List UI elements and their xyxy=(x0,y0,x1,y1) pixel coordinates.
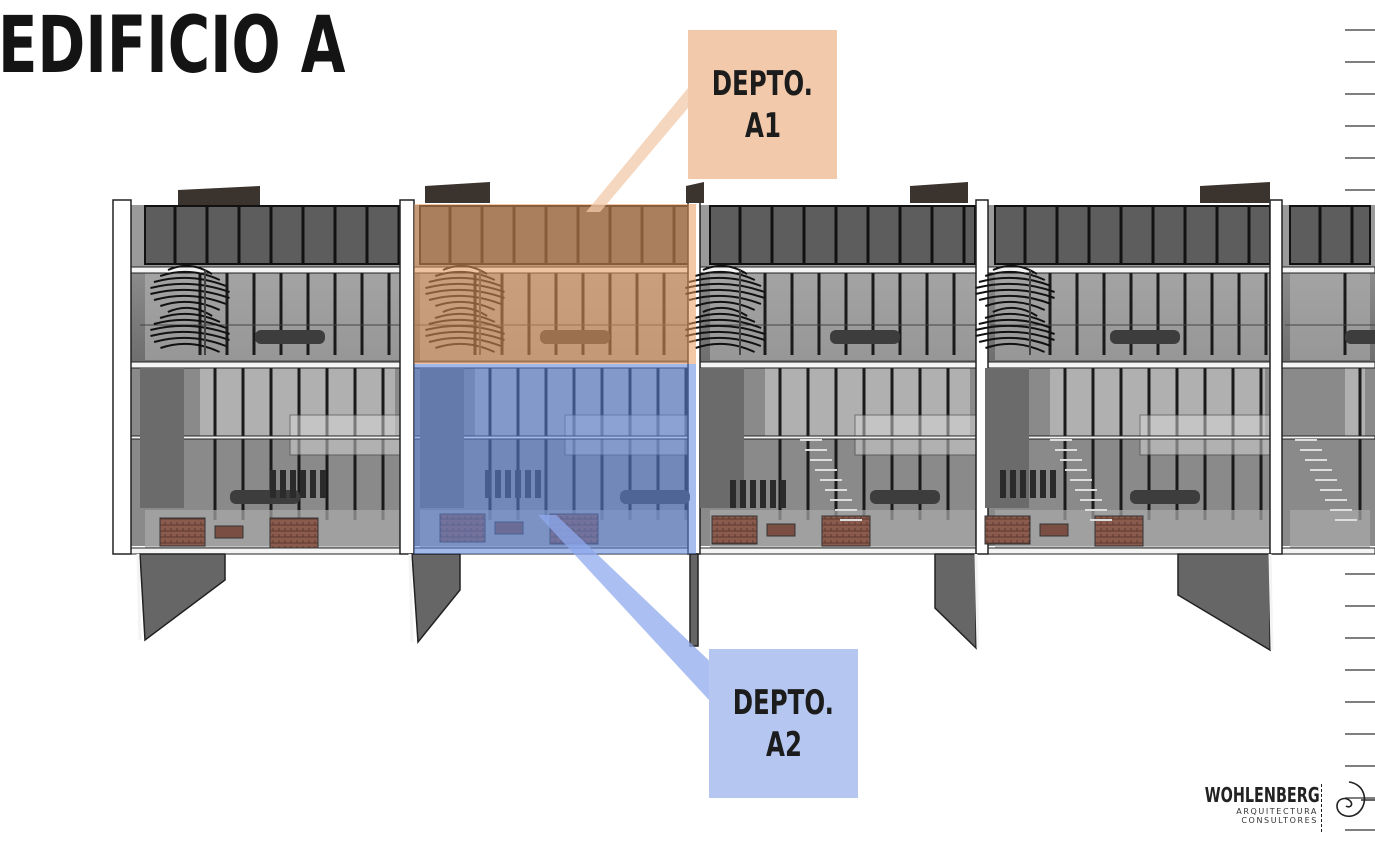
logo-subtitle-2: CONSULTORES xyxy=(1241,816,1318,825)
unit-a2-label: DEPTO. A2 xyxy=(709,649,858,798)
logo-name: WOHLENBERG xyxy=(1205,783,1320,807)
unit-a1-highlight xyxy=(414,88,696,364)
page-title: EDIFICIO A xyxy=(0,1,346,91)
roof-fins xyxy=(178,182,1270,205)
pilotis xyxy=(136,553,1274,652)
unit-a1-label-line1: DEPTO. xyxy=(711,63,814,104)
building-section xyxy=(112,182,1375,652)
logo-subtitle-1: ARQUITECTURA xyxy=(1236,807,1318,816)
unit-a1-label: DEPTO. A1 xyxy=(688,30,837,179)
spiral-icon xyxy=(1336,781,1375,818)
unit-a1-label-line2: A1 xyxy=(744,105,781,146)
logo-divider xyxy=(1321,784,1322,832)
unit-a2-label-line1: DEPTO. xyxy=(732,682,835,723)
unit-a2-highlight xyxy=(414,364,740,700)
company-logo: WOHLENBERG ARQUITECTURA CONSULTORES xyxy=(1200,780,1330,836)
unit-a2-label-line2: A2 xyxy=(765,724,802,765)
